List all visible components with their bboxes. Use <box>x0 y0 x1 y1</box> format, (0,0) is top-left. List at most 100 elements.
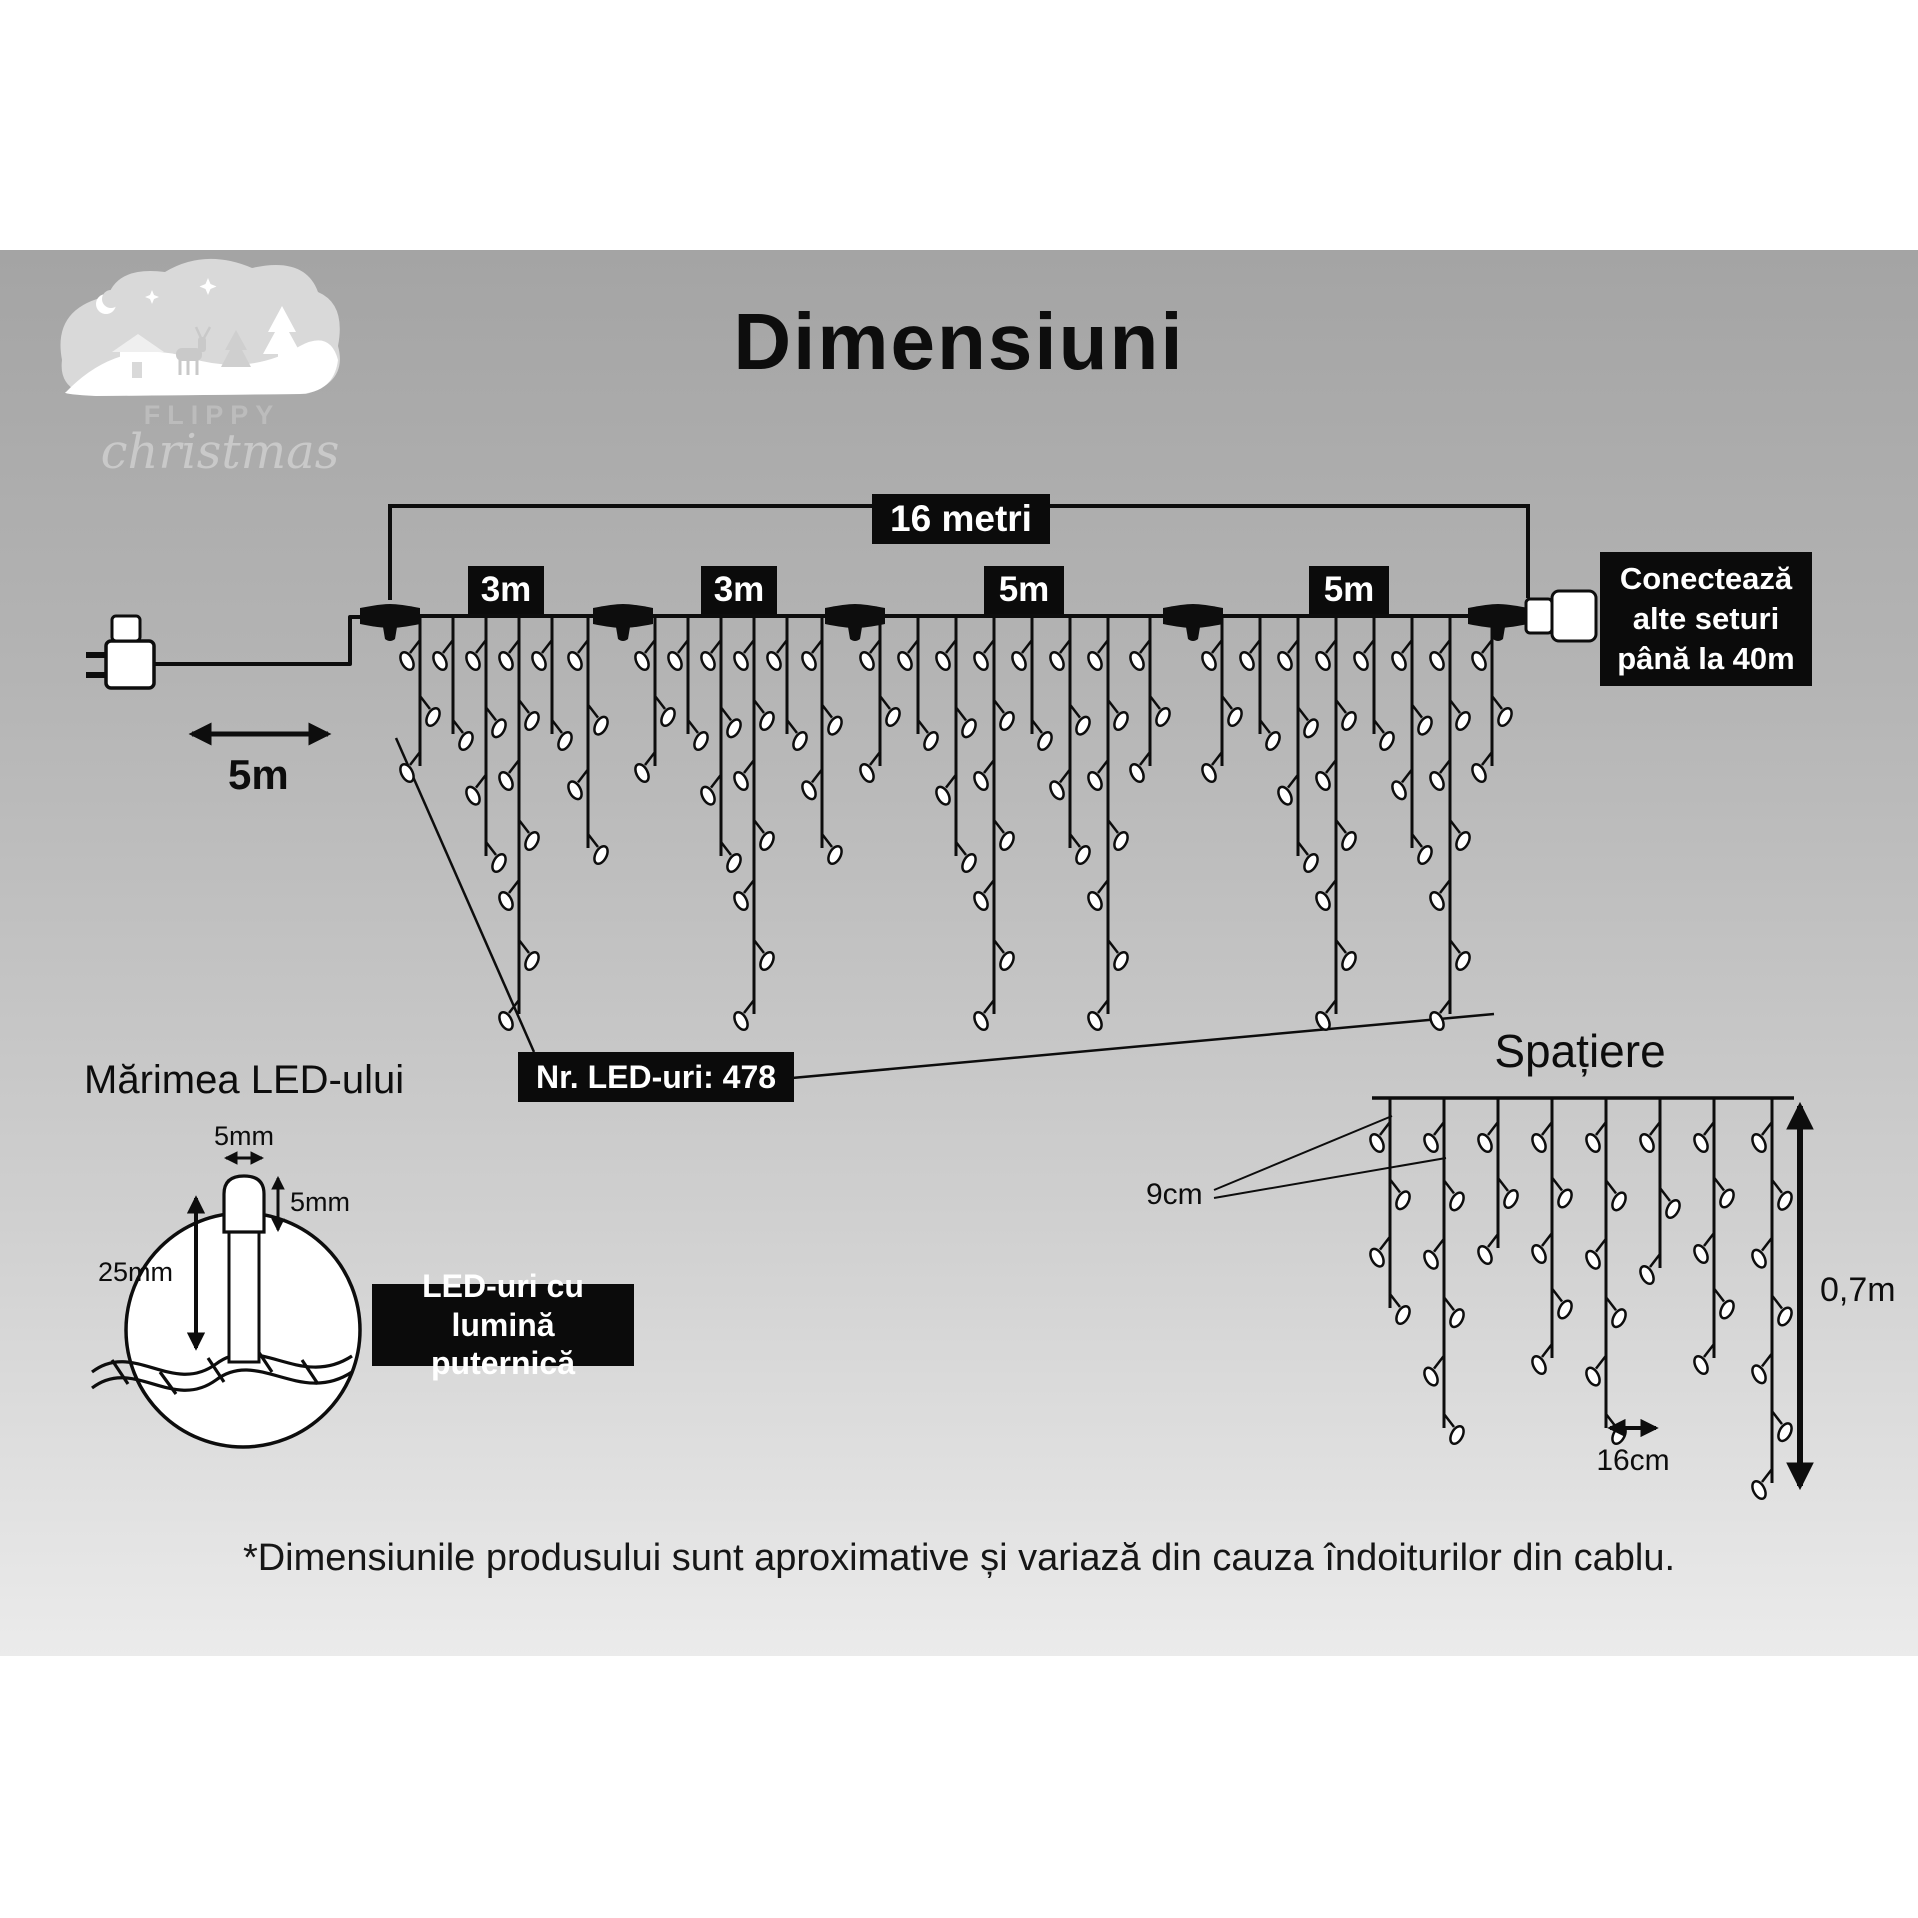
led-stem <box>1335 939 1347 954</box>
led-stem <box>644 639 656 654</box>
led-stem <box>409 751 421 766</box>
led-bulb-icon <box>859 650 875 672</box>
led-stem <box>743 999 755 1014</box>
led-bulb-icon <box>1777 1190 1793 1211</box>
led-bulb-icon <box>425 706 441 728</box>
led-stem <box>1703 1343 1715 1358</box>
led-stem <box>1703 1232 1715 1247</box>
led-stem <box>587 833 599 848</box>
led-stem <box>1287 639 1299 654</box>
led-bulb-icon <box>726 852 742 874</box>
led-stem <box>1439 879 1451 894</box>
led-stem <box>1497 1177 1509 1192</box>
led-bulb-icon <box>524 950 540 972</box>
total-length-box: 16 metri <box>872 494 1050 544</box>
led-stem <box>1335 819 1347 834</box>
led-bulb-icon <box>1239 650 1255 672</box>
led-stem <box>1439 639 1451 654</box>
led-bulb-icon <box>759 710 775 732</box>
led-stem <box>1259 719 1271 734</box>
led-bulb-icon <box>524 710 540 732</box>
logo-brand: FLIPPY <box>144 400 281 430</box>
led-stem <box>644 751 656 766</box>
led-bulb-icon <box>660 706 676 728</box>
led-bulb-icon <box>593 844 609 866</box>
led-bulb-icon <box>1395 1190 1411 1211</box>
led-bulb-icon <box>531 650 547 672</box>
led-stem <box>1487 1233 1499 1248</box>
segment-label-2: 3m <box>701 566 777 614</box>
led-bulb-icon <box>1497 706 1513 728</box>
led-bulb-icon <box>498 1010 514 1032</box>
led-bulb-icon <box>1391 780 1407 801</box>
led-stem <box>577 639 589 654</box>
footnote: *Dimensiunile produsului sunt aproximati… <box>242 1537 1676 1579</box>
led-bulb-icon <box>733 770 749 792</box>
led-bulb-icon <box>1395 1304 1411 1326</box>
led-stem <box>1373 719 1385 734</box>
led-bulb-icon <box>1777 1306 1793 1327</box>
led-bulb-icon <box>1129 650 1145 672</box>
house-icon <box>112 334 164 352</box>
led-stem <box>1097 759 1109 774</box>
led-stem <box>1443 1296 1455 1311</box>
led-stem <box>1139 639 1151 654</box>
led-bulb-icon <box>1665 1198 1681 1220</box>
led-stem <box>1481 751 1493 766</box>
led-stem <box>1771 1179 1783 1194</box>
led-stem <box>1031 719 1043 734</box>
led-bulb-icon <box>1227 706 1243 728</box>
led-stem <box>541 639 553 654</box>
led-stem <box>1771 1410 1783 1425</box>
led-bulb-icon <box>999 710 1015 732</box>
led-stem <box>1551 1287 1563 1303</box>
led-bulb-icon <box>1429 1010 1445 1032</box>
led-bulb-icon <box>432 650 448 672</box>
led-stem <box>1389 1178 1401 1194</box>
led-bulb-icon <box>1751 1248 1767 1269</box>
led-bulb-icon <box>1751 1132 1767 1154</box>
led-stem <box>508 879 520 894</box>
led-stem <box>1449 699 1461 714</box>
led-stem <box>811 639 823 654</box>
led-bulb-icon <box>1353 650 1369 672</box>
led-bulb-icon <box>827 715 843 736</box>
led-bulb-icon <box>1719 1188 1735 1209</box>
led-stem <box>1439 999 1451 1014</box>
led-stem <box>1449 939 1461 954</box>
led-bulb-icon <box>1113 710 1129 732</box>
led-stem <box>1649 1253 1661 1268</box>
led-bulb-icon <box>897 650 913 672</box>
led-bulb-icon <box>1751 1479 1767 1501</box>
led-stem <box>1107 699 1119 714</box>
led-stem <box>1363 639 1375 654</box>
led-stem <box>687 719 699 734</box>
led-stem <box>869 639 881 654</box>
led-bulb-icon <box>1751 1364 1767 1385</box>
logo-script: christmas <box>101 424 340 480</box>
end-connector-icon <box>1524 589 1598 643</box>
led-bulb-icon <box>1777 1422 1793 1443</box>
led-bulb-icon <box>973 1010 989 1032</box>
led-bulb-icon <box>1611 1191 1627 1212</box>
led-stem <box>485 841 497 856</box>
led-stem <box>753 819 765 834</box>
led-stem <box>1325 639 1337 654</box>
bulb-height-label: 5mm <box>290 1187 350 1217</box>
led-bulb-icon <box>465 650 481 672</box>
led-stem <box>1097 999 1109 1014</box>
led-stem <box>1703 1121 1715 1136</box>
led-bulb-icon <box>593 715 609 736</box>
twisted-cable <box>91 1347 353 1395</box>
led-bulb-icon <box>1449 1191 1465 1212</box>
led-bulb-icon <box>1391 650 1407 672</box>
led-bulb-icon <box>999 950 1015 972</box>
led-stem <box>879 695 891 710</box>
led-stem <box>710 639 722 654</box>
led-bulb-icon <box>1113 830 1129 852</box>
led-stem <box>983 999 995 1014</box>
led-bulb-icon <box>1303 852 1319 874</box>
led-bulb-icon <box>1155 706 1171 728</box>
bulb-width-label: 5mm <box>214 1121 274 1151</box>
led-stem <box>442 639 454 654</box>
